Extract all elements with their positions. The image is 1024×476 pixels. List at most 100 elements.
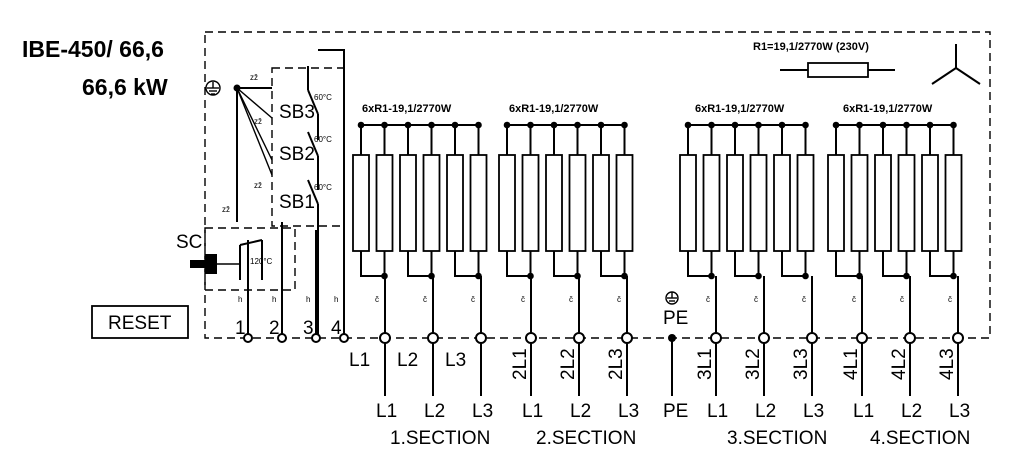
phase-label: 2L3 — [606, 348, 627, 380]
phase-terminal — [379, 332, 391, 344]
phase-terminals: čL1čL2čL3č2L1č2L2č2L3č3L1č3L2č3L3č4L1č4L… — [349, 276, 964, 396]
heating-resistor — [749, 154, 768, 252]
section-label: 3.SECTION — [727, 428, 827, 449]
phase-terminal — [621, 332, 633, 344]
phase-terminal — [952, 332, 964, 344]
heating-resistor — [399, 154, 417, 252]
output-label: L3 — [803, 401, 824, 422]
safety-cutout-switch — [190, 239, 263, 280]
thermostat-wiring — [307, 49, 345, 338]
heating-resistor — [545, 154, 563, 252]
heating-resistor — [679, 154, 697, 252]
heating-resistor — [352, 154, 370, 252]
output-label: L3 — [618, 401, 639, 422]
heating-resistor — [874, 154, 892, 252]
phase-terminal — [904, 332, 916, 344]
model-title: IBE-450/ 66,6 — [22, 36, 164, 62]
heating-resistor — [702, 154, 721, 252]
group-spec: 6xR1-19,1/2770W — [509, 103, 599, 115]
control-terminal — [311, 333, 321, 343]
heating-resistor — [568, 154, 587, 252]
wire-mark-h: h — [334, 295, 338, 304]
earth-icon — [205, 80, 221, 96]
output-label: L2 — [424, 401, 445, 422]
junction — [903, 272, 910, 280]
thermostat-contact — [307, 89, 319, 115]
wire-mark-c: č — [569, 295, 573, 304]
phase-label: 4L1 — [841, 348, 862, 380]
output-label: L3 — [472, 401, 493, 422]
wire-mark-h: h — [306, 295, 310, 304]
thermostat-temp: 60°C — [314, 135, 332, 144]
heating-resistor — [726, 154, 744, 252]
heating-resistor — [773, 154, 791, 252]
thermostat-label: SB3 — [279, 102, 315, 123]
pair-link — [506, 262, 532, 277]
section-label: 2.SECTION — [536, 428, 636, 449]
wire-mark-c: č — [471, 295, 475, 304]
wire-mark-h: h — [238, 295, 242, 304]
main-switch: zž zž zž zž — [222, 73, 273, 222]
output-label: L1 — [707, 401, 728, 422]
thermostat-contact — [307, 131, 319, 157]
phase-terminal — [525, 332, 537, 344]
wire-mark-c: č — [423, 295, 427, 304]
wire-mark-c: č — [900, 295, 904, 304]
output-label: L1 — [853, 401, 874, 422]
output-label: L1 — [522, 401, 543, 422]
heating-resistor — [796, 154, 815, 252]
wire-mark-c: č — [754, 295, 758, 304]
wire-mark-h: h — [272, 295, 276, 304]
output-label: L2 — [570, 401, 591, 422]
phase-label: L2 — [397, 350, 418, 371]
heating-resistor — [422, 154, 441, 252]
section-label: 4.SECTION — [870, 428, 970, 449]
pair-link — [835, 262, 861, 277]
phase-terminal — [573, 332, 585, 344]
star-connection-icon — [931, 44, 981, 85]
control-terminal-label: 2 — [269, 318, 280, 339]
pe-label: PE — [663, 308, 688, 329]
phase-terminal — [475, 332, 487, 344]
safety-cutout-temp: 120°C — [250, 257, 273, 266]
legend-resistor-icon — [780, 62, 895, 78]
junction — [802, 272, 809, 280]
output-label: L2 — [755, 401, 776, 422]
pair-link — [882, 262, 908, 277]
control-terminal-label: 1 — [235, 318, 246, 339]
phase-terminal — [710, 332, 722, 344]
phase-terminal — [427, 332, 439, 344]
enclosure-outline — [204, 31, 991, 339]
wire-mark-z: zž — [254, 181, 262, 190]
thermostat-label: SB1 — [279, 192, 315, 213]
wire-mark-c: č — [375, 295, 379, 304]
output-label: PE — [663, 401, 688, 422]
pair-link — [781, 262, 807, 277]
wire-mark-c: č — [617, 295, 621, 304]
pair-link — [929, 262, 955, 277]
reset-button[interactable]: RESET — [91, 305, 189, 339]
pair-link — [734, 262, 760, 277]
phase-label: 2L2 — [558, 348, 579, 380]
pair-link — [360, 262, 386, 277]
output-label: L1 — [376, 401, 397, 422]
thermostat-label: SB2 — [279, 144, 315, 165]
pair-link — [407, 262, 433, 277]
heating-resistor — [498, 154, 516, 252]
control-terminal — [243, 333, 253, 343]
phase-label: 4L2 — [889, 348, 910, 380]
heating-resistor — [615, 154, 634, 252]
wire-mark-c: č — [852, 295, 856, 304]
wire-mark-c: č — [948, 295, 952, 304]
output-label: L3 — [949, 401, 970, 422]
phase-label: 3L3 — [791, 348, 812, 380]
heating-resistor — [592, 154, 610, 252]
control-terminal-label: 3 — [303, 318, 314, 339]
phase-label: 2L1 — [510, 348, 531, 380]
heating-resistor — [850, 154, 869, 252]
heating-resistor — [469, 154, 488, 252]
